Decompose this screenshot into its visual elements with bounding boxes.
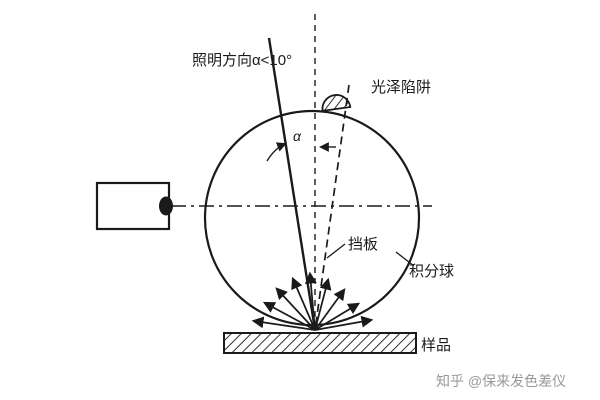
baffle-leader-line xyxy=(326,243,346,259)
reflection-arrow xyxy=(314,315,374,331)
specular-direction-dashed-line xyxy=(314,84,350,331)
baffle-label: 挡板 xyxy=(348,235,378,253)
illumination-direction-label: 照明方向α<10° xyxy=(192,52,292,69)
detector-box xyxy=(95,181,171,231)
gloss-trap-label: 光泽陷阱 xyxy=(371,79,431,96)
reflection-arrow xyxy=(262,301,316,331)
reflection-arrow xyxy=(314,277,332,331)
gloss-trap-bump xyxy=(321,94,352,112)
alpha-symbol-label: α xyxy=(293,128,302,144)
integrating-sphere-leader-line xyxy=(395,251,415,267)
reflection-arrow xyxy=(314,302,361,331)
sample-label: 样品 xyxy=(421,337,451,354)
reflection-arrow xyxy=(291,276,316,331)
reflection-arrow xyxy=(275,287,316,331)
sample-hatched-bar xyxy=(223,332,417,354)
integrating-sphere-label: 积分球 xyxy=(409,263,454,280)
watermark-text: 知乎 @保来发色差仪 xyxy=(436,373,566,389)
reflection-arrow xyxy=(314,288,346,331)
illumination-beam-line xyxy=(267,37,317,331)
detector-lens xyxy=(159,196,173,216)
reflection-arrow xyxy=(304,271,317,331)
reflection-arrow xyxy=(251,316,316,331)
alpha-angle-arc-left xyxy=(266,142,287,162)
diffuse-reflection-arrows xyxy=(251,271,374,331)
